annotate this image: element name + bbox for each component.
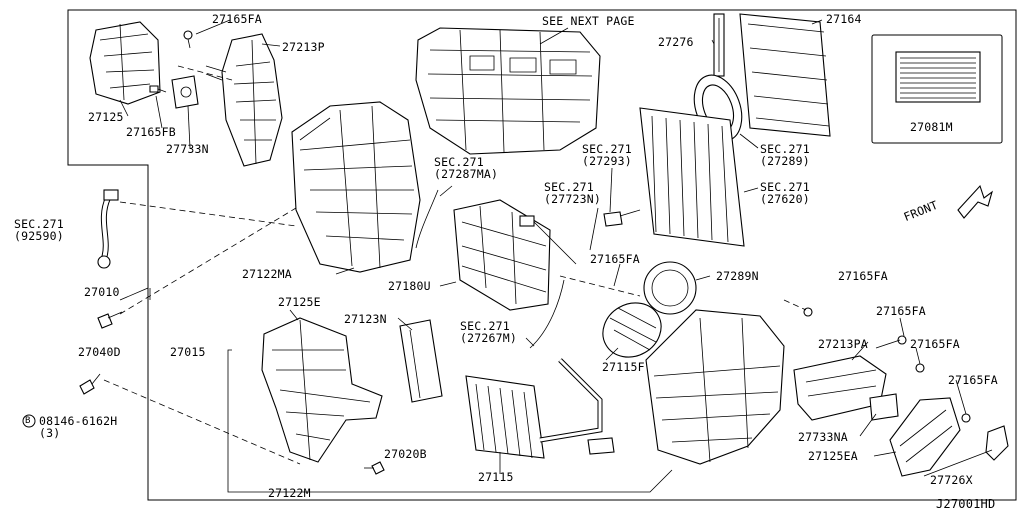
rod-27723N-icon bbox=[519, 215, 577, 265]
screw-27020B-icon bbox=[371, 461, 385, 475]
label-sec271-27289: SEC.271 (27289) bbox=[760, 142, 810, 168]
label-sec271-27620: SEC.271 (27620) bbox=[760, 180, 810, 206]
label-27165FA-right2: 27165FA bbox=[876, 304, 926, 318]
assembly-dashed-lines bbox=[103, 65, 807, 465]
diagram-frame bbox=[67, 9, 1017, 501]
label-27165FB: 27165FB bbox=[126, 125, 176, 139]
label-27122MA: 27122MA bbox=[242, 267, 292, 281]
pipe-27267M-icon bbox=[529, 279, 565, 349]
label-sec271-27723N: SEC.271 (27723N) bbox=[544, 180, 601, 206]
label-27020B: 27020B bbox=[384, 447, 427, 461]
screw-27040D-icon bbox=[97, 311, 123, 329]
label-27125EA: 27125EA bbox=[808, 449, 858, 463]
duct-27125-icon bbox=[89, 21, 161, 105]
filter-27081M-icon bbox=[895, 51, 981, 103]
filter-27289N-icon bbox=[643, 261, 697, 315]
heater-case-27122MA-icon bbox=[291, 101, 421, 273]
label-sec271-27293: SEC.271 (27293) bbox=[582, 142, 632, 168]
label-27010: 27010 bbox=[84, 285, 120, 299]
screw-27165FA-r2-icon bbox=[897, 335, 907, 345]
actuator-27733NA-icon bbox=[869, 393, 899, 421]
label-27123N: 27123N bbox=[344, 312, 387, 326]
label-27213P: 27213P bbox=[282, 40, 325, 54]
duct-27125EA-icon bbox=[889, 397, 961, 477]
label-sec271-27287MA: SEC.271 (27287MA) bbox=[434, 155, 499, 181]
upper-case-unit-icon bbox=[415, 27, 601, 155]
duct-27213P-icon bbox=[221, 33, 283, 167]
screw-27165FA-r4-icon bbox=[961, 413, 971, 423]
filter-27164-icon bbox=[739, 13, 831, 137]
label-27180U: 27180U bbox=[388, 279, 431, 293]
label-27164: 27164 bbox=[826, 12, 862, 26]
heater-case-27122M-icon bbox=[645, 309, 785, 465]
label-27165FA-right3: 27165FA bbox=[910, 337, 960, 351]
label-sec271-92590: SEC.271 (92590) bbox=[14, 217, 64, 243]
label-sec271-27267M: SEC.271 (27267M) bbox=[460, 319, 517, 345]
label-27115: 27115 bbox=[478, 470, 514, 484]
bolt-circle-b bbox=[22, 414, 36, 428]
label-27726X: 27726X bbox=[930, 473, 973, 487]
label-27122M: 27122M bbox=[268, 486, 311, 500]
label-27165FA-top: 27165FA bbox=[212, 12, 262, 26]
label-bolt-08146: 08146-6162H (3) bbox=[39, 414, 118, 440]
fan-27115F-icon bbox=[602, 302, 662, 358]
heater-core-27115-icon bbox=[465, 375, 545, 459]
label-27733N: 27733N bbox=[166, 142, 209, 156]
sensor-27293-icon bbox=[603, 209, 641, 227]
label-27165FA-right4: 27165FA bbox=[948, 373, 998, 387]
seal-27276-icon bbox=[713, 13, 725, 77]
label-27125E: 27125E bbox=[278, 295, 321, 309]
actuator-27733N-icon bbox=[171, 75, 199, 109]
label-27115F: 27115F bbox=[602, 360, 645, 374]
label-27015: 27015 bbox=[170, 345, 206, 359]
filter-inset-box bbox=[871, 34, 1003, 144]
hose-92590-icon bbox=[97, 189, 119, 269]
label-27733NA: 27733NA bbox=[798, 430, 848, 444]
sensor-27726X-icon bbox=[985, 425, 1009, 461]
diagram-code: J27001HD bbox=[936, 497, 996, 511]
label-see-next-page: SEE NEXT PAGE bbox=[542, 14, 635, 28]
label-bolt-prefix: B bbox=[25, 416, 31, 426]
label-27040D: 27040D bbox=[78, 345, 121, 359]
screw-27165FB-icon bbox=[149, 85, 167, 93]
evaporator-27620-icon bbox=[639, 107, 745, 247]
screw-27165FA-r3-icon bbox=[915, 363, 925, 373]
duct-27125E-icon bbox=[261, 317, 383, 463]
clip-icon bbox=[587, 437, 615, 455]
seal-27123N-icon bbox=[399, 319, 443, 403]
label-27213PA: 27213PA bbox=[818, 337, 868, 351]
label-27165FA-mid: 27165FA bbox=[590, 252, 640, 266]
label-27276: 27276 bbox=[658, 35, 694, 49]
bolt-08146-icon bbox=[79, 373, 101, 395]
wire-27287MA-icon bbox=[415, 189, 439, 249]
door-27180U-icon bbox=[453, 199, 551, 311]
label-27081M: 27081M bbox=[910, 120, 953, 134]
screw-27165FA-icon bbox=[183, 30, 193, 49]
label-27165FA-right1: 27165FA bbox=[838, 269, 888, 283]
label-27125: 27125 bbox=[88, 110, 124, 124]
front-arrow-icon bbox=[957, 184, 993, 219]
leader-lines bbox=[119, 19, 993, 493]
label-27289N: 27289N bbox=[716, 269, 759, 283]
